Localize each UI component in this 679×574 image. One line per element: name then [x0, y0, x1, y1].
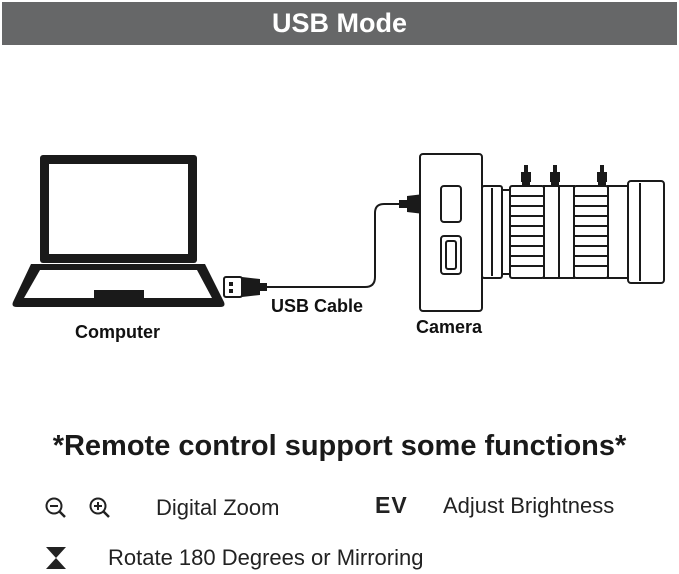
usb-cable-label: USB Cable [271, 296, 364, 316]
computer-label: Computer [75, 322, 160, 342]
laptop-icon [12, 155, 225, 307]
usb-plug-left-icon [223, 276, 267, 298]
camera-label: Camera [416, 317, 483, 337]
rotate-mirroring-label: Rotate 180 Degrees or Mirroring [108, 545, 424, 570]
camera-icon [419, 153, 665, 312]
zoom-in-icon [89, 497, 110, 518]
zoom-out-icon [45, 497, 66, 518]
adjust-brightness-label: Adjust Brightness [443, 493, 615, 518]
remote-heading: *Remote control support some functions* [52, 430, 627, 462]
ev-icon: EV [375, 492, 408, 518]
hourglass-flip-icon [46, 547, 66, 569]
banner-title: USB Mode [2, 2, 677, 45]
usb-cable-line [267, 203, 401, 288]
digital-zoom-label: Digital Zoom [156, 495, 280, 520]
lens-screw-icons [521, 165, 607, 186]
